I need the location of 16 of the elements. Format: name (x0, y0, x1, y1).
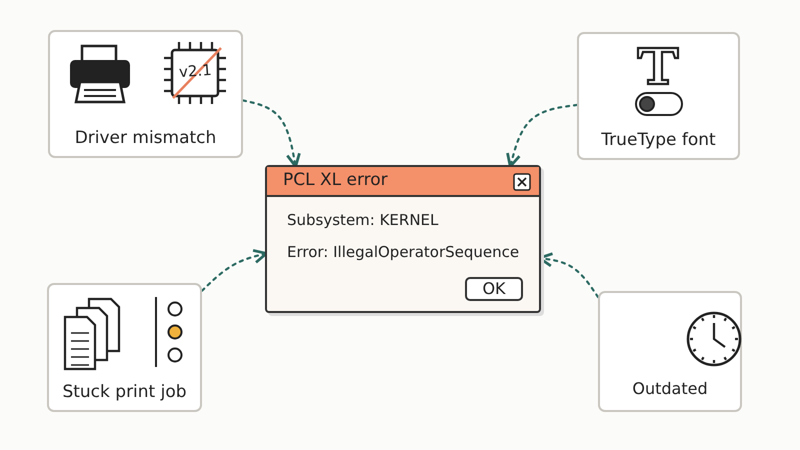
cause-card (48, 30, 243, 158)
dialog-text: Subsystem: KERNEL (287, 211, 438, 229)
dialog-title: PCL XL error (283, 170, 388, 190)
cause-card (577, 32, 740, 160)
error-dialog (265, 165, 541, 313)
cause-card (47, 283, 202, 412)
card-caption: TrueType font (600, 130, 717, 150)
dialog-text: Error: IllegalOperatorSequence (287, 243, 520, 261)
card-caption: Outdated (631, 379, 709, 398)
version-label: v2.1 (178, 60, 212, 82)
ok-button: OK (465, 277, 523, 301)
card-caption: Stuck print job (61, 382, 188, 402)
dashed-arrow (242, 99, 301, 168)
cause-card (598, 291, 742, 412)
dashed-arrow (506, 104, 578, 168)
card-caption: Driver mismatch (74, 128, 218, 148)
